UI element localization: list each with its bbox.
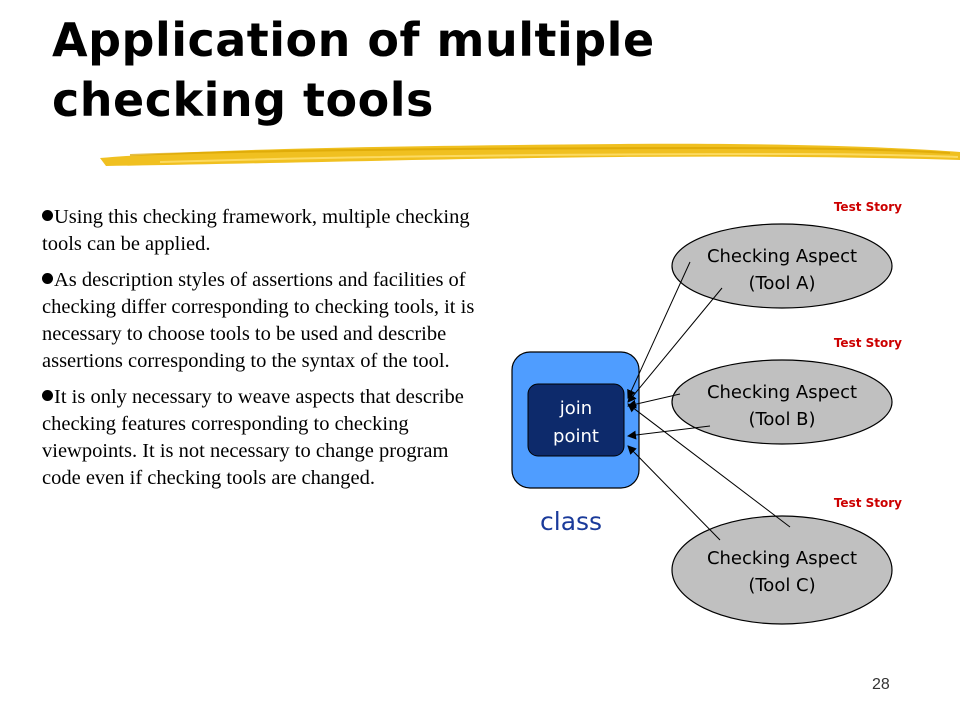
checking-aspect-c-line-2: (Tool C) [748, 575, 815, 596]
checking-aspect-a-ellipse [671, 223, 893, 309]
checking-aspect-a-line-1: Checking Aspect [707, 246, 857, 267]
checking-aspect-c-line-1: Checking Aspect [707, 548, 857, 569]
arrow-aspect-a-2 [627, 287, 723, 403]
test-story-label-c: Test Story [834, 496, 902, 510]
bullet-item-2: As description styles of assertions and … [42, 267, 492, 375]
join-point-box [527, 383, 625, 457]
arrow-aspect-c-1 [627, 445, 721, 541]
bullet-dot-icon [42, 273, 53, 284]
test-story-label-b: Test Story [834, 336, 902, 350]
title-underline-brushstroke [100, 143, 960, 166]
arrow-aspect-a-1 [627, 261, 691, 399]
checking-aspect-b-ellipse [671, 359, 893, 445]
slide-title-line-2: checking tools [52, 73, 434, 127]
bullet-item-3: It is only necessary to weave aspects th… [42, 384, 492, 492]
slide-title-line-1: Application of multiple [52, 13, 655, 67]
bullet-dot-icon [42, 210, 53, 221]
bullet-text-2: As description styles of assertions and … [42, 269, 475, 372]
checking-aspect-c-ellipse [671, 515, 893, 625]
checking-aspect-b-line-2: (Tool B) [748, 409, 815, 430]
slide-title: Application of multiple checking tools [52, 10, 912, 130]
bullet-text-3: It is only necessary to weave aspects th… [42, 386, 464, 489]
join-point-label-line-1: join [559, 398, 592, 419]
bullet-dot-icon [42, 390, 53, 401]
checking-aspect-b-line-1: Checking Aspect [707, 382, 857, 403]
arrow-aspect-b-2 [627, 425, 711, 440]
bullet-text-1: Using this checking framework, multiple … [42, 206, 470, 255]
join-point-label-line-2: point [553, 426, 599, 447]
class-label: class [540, 507, 602, 536]
page-number: 28 [872, 676, 890, 693]
bullet-list: Using this checking framework, multiple … [42, 204, 492, 501]
test-story-label-a: Test Story [834, 200, 902, 214]
bullet-item-1: Using this checking framework, multiple … [42, 204, 492, 258]
arrow-aspect-c-2 [627, 403, 791, 528]
checking-aspect-a-line-2: (Tool A) [748, 273, 815, 294]
